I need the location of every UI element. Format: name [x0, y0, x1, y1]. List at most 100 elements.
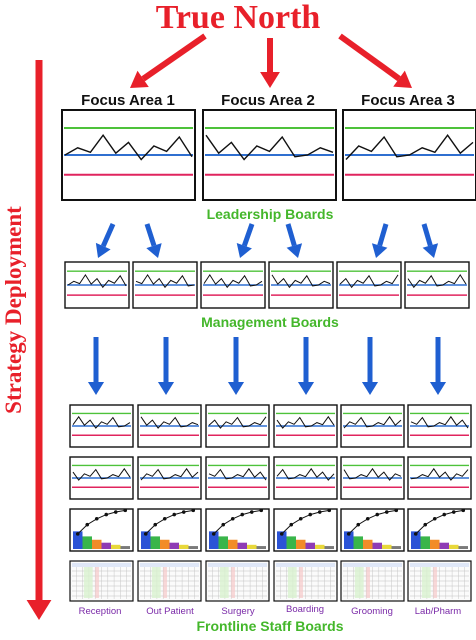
arrow-head — [87, 382, 105, 395]
pareto-bar — [188, 546, 198, 549]
control-chart-icon — [208, 467, 267, 481]
pareto-point — [181, 510, 186, 514]
frontline-pareto-board-3 — [205, 508, 270, 552]
pareto-point — [413, 532, 418, 536]
pareto-bar — [458, 546, 468, 549]
pareto-bar — [209, 531, 219, 549]
frontline-pareto-board-1 — [69, 508, 134, 552]
pareto-point — [317, 510, 322, 514]
frontline-sheet-board-1 — [69, 560, 134, 602]
pareto-bar — [449, 544, 459, 549]
arrow-shaft — [144, 223, 157, 247]
management-board-6 — [404, 261, 470, 309]
pareto-bar — [101, 542, 111, 549]
frontline-pareto-board-4 — [273, 508, 338, 552]
sheet-highlight-green — [354, 564, 364, 598]
arrow-head — [95, 242, 111, 258]
arrow-shaft — [421, 223, 433, 247]
frontline-control-board-b-6 — [407, 456, 472, 500]
sheet-header-row — [208, 563, 267, 567]
pareto-point — [85, 522, 90, 527]
pareto-bar — [286, 536, 296, 549]
arrow-leadership-to-management-5 — [371, 223, 389, 258]
focus-area-1-label: Focus Area 1 — [81, 92, 175, 109]
pareto-bar — [353, 536, 363, 549]
arrow-head — [286, 243, 303, 258]
pareto-bar — [141, 531, 151, 549]
arrow-head — [260, 72, 280, 88]
arrow-head — [371, 243, 388, 258]
arrow-shaft — [338, 33, 401, 82]
arrow-shaft — [241, 223, 255, 247]
leadership-board-1 — [61, 109, 196, 201]
control-chart-icon — [140, 416, 199, 429]
pareto-bar — [277, 531, 287, 549]
pareto-point — [221, 522, 226, 527]
department-label-surgery: Surgery — [221, 606, 255, 617]
leadership-board-3 — [342, 109, 476, 201]
focus-area-3-label: Focus Area 3 — [361, 92, 455, 109]
pareto-point — [230, 516, 235, 521]
sheet-highlight-green — [83, 564, 93, 598]
sheet-header-row — [410, 563, 469, 567]
arrow-title-to-focus-3 — [338, 33, 412, 88]
pareto-bar — [363, 539, 373, 549]
sheet-highlight-green — [219, 564, 229, 598]
frontline-sheet-board-5 — [340, 560, 405, 602]
sheet-highlight-red — [299, 564, 303, 598]
arrow-shaft — [377, 223, 389, 247]
pareto-bar — [391, 546, 401, 549]
arrow-leadership-to-management-1 — [95, 222, 116, 258]
control-chart-icon — [203, 273, 263, 289]
pareto-point — [143, 532, 148, 536]
frontline-control-board-a-1 — [69, 404, 134, 448]
sheet-header-row — [343, 563, 402, 567]
frontline-control-board-a-5 — [340, 404, 405, 448]
frontline-control-board-a-2 — [137, 404, 202, 448]
pareto-bar — [315, 544, 325, 549]
frontline-pareto-board-2 — [137, 508, 202, 552]
frontline-sheet-board-2 — [137, 560, 202, 602]
control-chart-icon — [343, 467, 402, 481]
department-label-reception: Reception — [78, 606, 122, 617]
pareto-bar — [82, 536, 92, 549]
pareto-point — [162, 516, 167, 521]
management-board-4 — [268, 261, 334, 309]
arrow-head — [157, 382, 175, 395]
arrow-head — [130, 70, 149, 88]
frontline-control-board-b-4 — [273, 456, 338, 500]
arrow-leadership-to-management-3 — [236, 223, 255, 258]
pareto-bar — [372, 542, 382, 549]
management-board-5 — [336, 261, 402, 309]
sheet-header-row — [276, 563, 335, 567]
sheet-highlight-red — [95, 564, 99, 598]
sheet-highlight-green — [151, 564, 161, 598]
control-chart-icon — [205, 134, 334, 161]
arrow-management-to-frontline-4 — [297, 337, 315, 395]
control-chart-icon — [64, 134, 193, 161]
pareto-point — [240, 512, 245, 517]
sheet-header-row — [140, 563, 199, 567]
arrow-head — [297, 382, 315, 395]
strategy-deployment-arrow — [26, 60, 52, 620]
pareto-point — [308, 512, 313, 517]
pareto-point — [442, 512, 447, 517]
arrow-title-to-focus-1 — [130, 33, 207, 88]
control-chart-icon — [72, 415, 131, 429]
frontline-control-board-a-6 — [407, 404, 472, 448]
frontline-control-board-b-3 — [205, 456, 270, 500]
control-chart-icon — [276, 467, 335, 481]
frontline-sheet-board-6 — [407, 560, 472, 602]
arrow-leadership-to-management-6 — [421, 223, 439, 258]
pareto-bar — [228, 539, 238, 549]
arrow-title-to-focus-2 — [260, 38, 280, 88]
frontline-sheet-board-4 — [273, 560, 338, 602]
sheet-highlight-red — [433, 564, 437, 598]
frontline-pareto-board-6 — [407, 508, 472, 552]
pareto-bar — [111, 544, 121, 549]
pareto-point — [104, 512, 109, 517]
frontline-pareto-board-5 — [340, 508, 405, 552]
arrow-head — [422, 243, 439, 258]
frontline-control-board-b-5 — [340, 456, 405, 500]
management-board-2 — [132, 261, 198, 309]
